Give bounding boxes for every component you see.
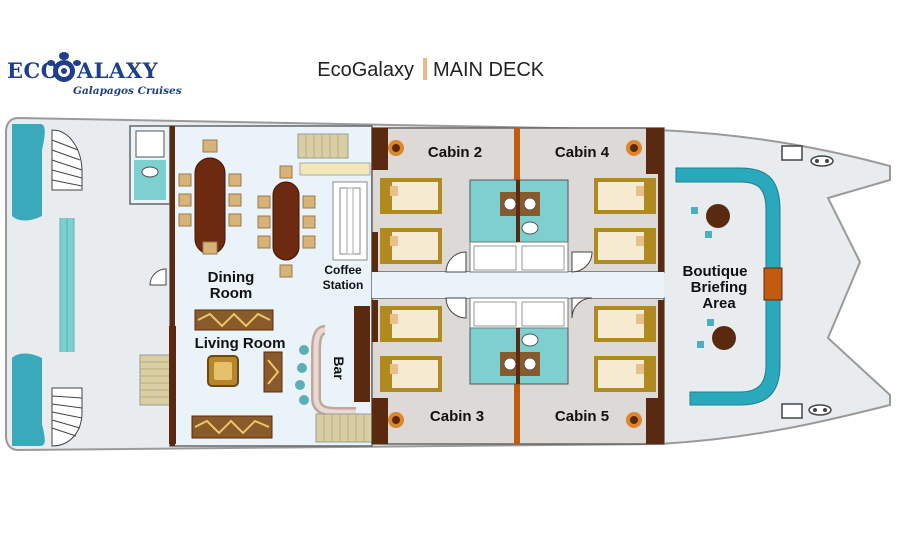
armchair-pattern [267, 359, 280, 385]
header-divider [423, 58, 427, 80]
label-cabin-3: Cabin 3 [430, 408, 484, 425]
cabin-corridor [372, 272, 664, 298]
bar-counter [295, 306, 370, 417]
label-living-room: Living Room [195, 335, 286, 352]
label-boutique-line3: Area [702, 295, 736, 312]
salon-wall-low [169, 326, 176, 444]
dining-table-2 [257, 165, 316, 278]
beds [380, 178, 656, 392]
logo-tagline: Galapagos Cruises [73, 85, 182, 97]
bathroom-bottom [469, 297, 569, 385]
stern-stairs-top [51, 129, 83, 191]
sofa-top [194, 309, 274, 331]
stern-rail-lines [59, 218, 75, 352]
label-coffee-line2: Station [323, 278, 364, 292]
dining-table-1 [178, 139, 242, 255]
cabin-walls [372, 128, 664, 444]
bathroom-top [469, 179, 569, 273]
salon-wall [170, 126, 175, 446]
turtle-icon [47, 52, 81, 82]
stern-pool-top [12, 124, 45, 221]
label-cabin-2: Cabin 2 [428, 144, 482, 161]
label-dining-line2: Room [210, 285, 253, 302]
salon-stairs [297, 133, 349, 159]
brand-logo: ECO ALAXY Galapagos Cruises [7, 52, 182, 97]
deck-name: MAIN DECK [433, 59, 545, 81]
stern-steps [139, 354, 171, 406]
cabin-doors [445, 251, 593, 319]
coffee-table-top [214, 362, 232, 380]
cabin-chairs [388, 140, 642, 428]
door-icon [149, 268, 167, 286]
cabin-divider-walls [514, 128, 520, 444]
boutique-tables [691, 204, 736, 350]
logo-brand-right: ALAXY [76, 58, 159, 83]
label-boutique-line2: Briefing [691, 279, 748, 296]
label-bar: Bar [331, 356, 347, 380]
label-coffee-line1: Coffee [324, 263, 362, 277]
bar-stairs [315, 413, 373, 443]
bow-cleats [781, 145, 834, 419]
sofa-bottom [191, 415, 273, 439]
label-cabin-4: Cabin 4 [555, 144, 610, 161]
ship-name: EcoGalaxy [317, 59, 414, 81]
label-boutique-line1: Boutique [683, 263, 748, 280]
label-dining-line1: Dining [208, 269, 255, 286]
boutique-lounge [675, 167, 781, 406]
boutique-counter [763, 267, 783, 301]
stern-restroom [129, 125, 171, 205]
stern-stairs-bottom [51, 387, 83, 447]
coffee-counter [299, 162, 371, 261]
label-cabin-5: Cabin 5 [555, 408, 609, 425]
stern-pool-bottom [12, 353, 45, 446]
